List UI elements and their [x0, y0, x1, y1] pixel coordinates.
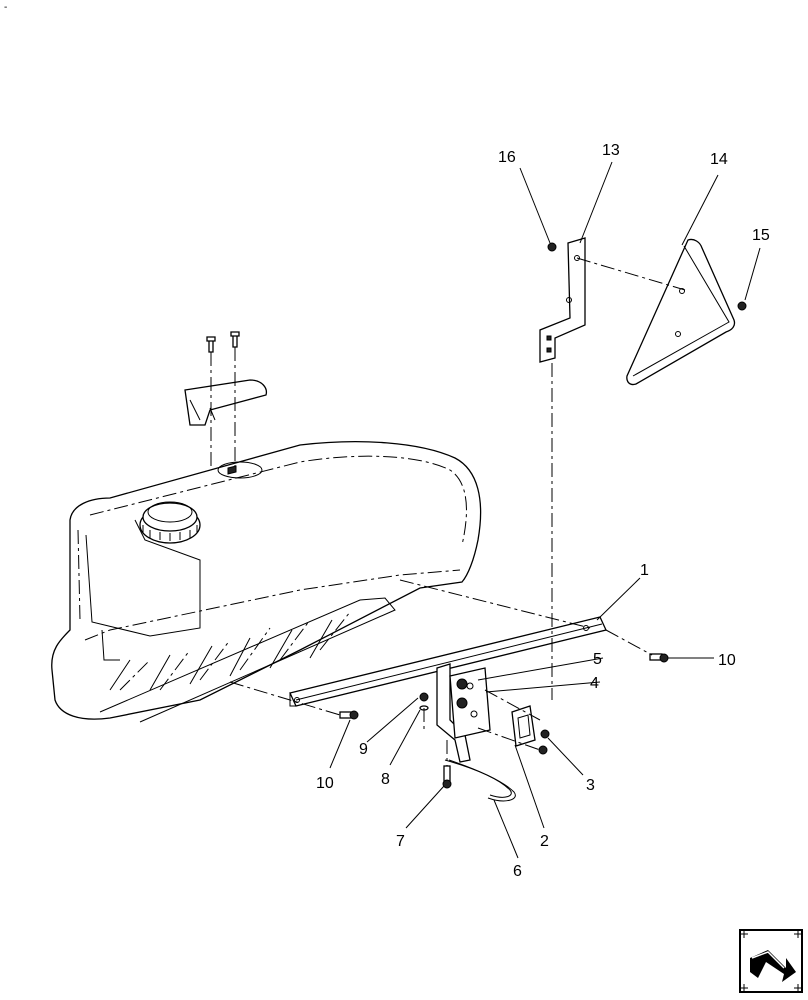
reflector-bracket: [539, 237, 586, 363]
callout-1: 1: [640, 562, 649, 579]
tank-top-bracket: [184, 331, 268, 479]
callouts: 1 2 3 4 5 6 7 8 9 10 10 13 14 15 16: [316, 142, 770, 880]
callout-3: 3: [586, 777, 595, 794]
bolt-right: [649, 653, 669, 663]
nut-and-washer: [419, 692, 429, 730]
next-page-button[interactable]: [738, 928, 804, 994]
leader-lines: [329, 161, 761, 859]
assembly-lines: [229, 257, 686, 751]
callout-16: 16: [498, 149, 516, 166]
callout-10-left: 10: [316, 775, 334, 792]
corner-mark: -: [4, 2, 8, 13]
tank-ribs: [99, 597, 396, 723]
callout-8: 8: [381, 771, 390, 788]
callout-9: 9: [359, 741, 368, 758]
triangular-reflector: [626, 238, 747, 386]
clip: [511, 705, 550, 755]
callout-7: 7: [396, 833, 405, 850]
callout-13: 13: [602, 142, 620, 159]
callout-6: 6: [513, 863, 522, 880]
callout-10-right: 10: [718, 652, 736, 669]
callout-14: 14: [710, 151, 728, 168]
callout-2: 2: [540, 833, 549, 850]
fuel-tank: [51, 441, 482, 723]
next-page-arrow-icon: [739, 929, 803, 993]
rod-and-bolt: [442, 740, 516, 802]
bolt-left: [339, 710, 359, 720]
callout-15: 15: [752, 227, 770, 244]
fuel-cap: [139, 501, 201, 544]
callout-5: 5: [593, 651, 602, 668]
support-bracket: [436, 663, 491, 763]
callout-4: 4: [590, 675, 599, 692]
